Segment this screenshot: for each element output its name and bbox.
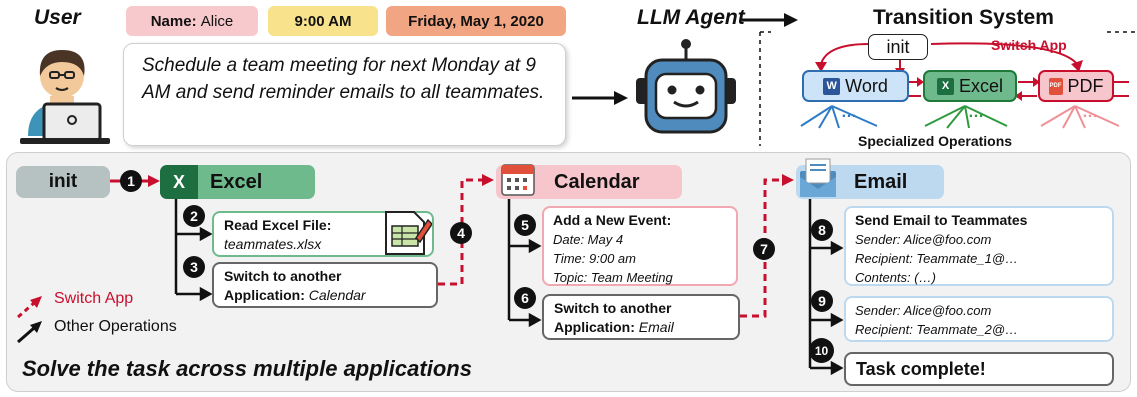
email-header: Email: [796, 158, 944, 199]
email-title: Email: [854, 170, 908, 193]
ts-pdf-label: PDF: [1067, 75, 1104, 96]
step-5-date: Date: May 4: [553, 232, 624, 247]
calendar-icon: [501, 164, 535, 196]
step-7-badge: 7: [753, 238, 775, 260]
step-9-sender: Sender: Alice@foo.com: [855, 303, 992, 318]
ts-ellipsis-excel: …: [968, 104, 984, 121]
agent-to-system-arrow: [742, 13, 798, 27]
step-8-box: Send Email to Teammates Sender: Alice@fo…: [844, 206, 1114, 286]
step-3-title: Switch to another: [224, 268, 342, 284]
step-5-title: Add a New Event:: [553, 212, 672, 228]
step-2-title: Read Excel File:: [224, 217, 332, 233]
step-5-badge: 5: [514, 214, 536, 236]
step-5-topic: Topic: Team Meeting: [553, 270, 673, 285]
excel-title: Excel: [210, 170, 263, 193]
calendar-header: Calendar: [496, 164, 682, 199]
step-9-badge: 9: [811, 290, 833, 312]
email-icon: [800, 158, 836, 197]
date-tag: Friday, May 1, 2020: [386, 6, 566, 36]
step-9-recipient: Recipient: Teammate_2@…: [855, 322, 1019, 337]
excel-icon: X: [936, 77, 954, 95]
pdf-icon: PDF: [1048, 77, 1063, 95]
step-8-badge: 8: [811, 219, 833, 241]
step-2-badge: 2: [183, 205, 205, 227]
step-2-file: teammates.xlsx: [224, 236, 322, 252]
user-label: User: [34, 6, 81, 29]
step-8-recipient: Recipient: Teammate_1@…: [855, 251, 1019, 266]
ts-word-label: Word: [845, 75, 888, 96]
step-6-line2: Application:: [554, 319, 635, 335]
ts-switch-app-label: Switch App: [991, 37, 1067, 53]
step-3-line2: Application:: [224, 287, 305, 303]
ts-pdf-node: PDF PDF: [1038, 70, 1114, 102]
step-6-app: Email: [638, 319, 674, 335]
user-avatar-icon: [20, 50, 110, 144]
ts-excel-node: X Excel: [923, 70, 1017, 102]
step-5-box: Add a New Event: Date: May 4 Time: 9:00 …: [542, 206, 738, 286]
workflow-init: init: [16, 166, 110, 198]
step-3-box: Switch to another Application: Calendar: [212, 262, 438, 308]
excel-header: X Excel: [160, 165, 315, 199]
step-6-title: Switch to another: [554, 300, 672, 316]
name-value: Alice: [200, 12, 234, 30]
step-6-box: Switch to another Application: Email: [542, 294, 740, 340]
transition-system-title: Transition System: [873, 6, 1054, 29]
step-8-sender: Sender: Alice@foo.com: [855, 232, 992, 247]
name-tag: Name: Alice: [126, 6, 258, 36]
excel-app-icon: X: [160, 165, 198, 199]
step-9-box: Sender: Alice@foo.com Recipient: Teammat…: [844, 296, 1114, 342]
workflow-caption: Solve the task across multiple applicati…: [22, 356, 472, 381]
step-3-badge: 3: [183, 256, 205, 278]
time-tag: 9:00 AM: [268, 6, 378, 36]
ts-specialized-label: Specialized Operations: [858, 133, 1013, 149]
name-label: Name:: [150, 12, 197, 30]
user-to-agent-arrow: [572, 91, 628, 105]
step-5-time: Time: 9:00 am: [553, 251, 636, 266]
word-icon: W: [823, 77, 841, 95]
ts-excel-label: Excel: [958, 75, 1003, 96]
step-1-badge: 1: [120, 170, 142, 192]
ts-init-node: init: [868, 34, 928, 60]
legend-switch-app: Switch App: [54, 290, 134, 307]
spreadsheet-file-icon: [385, 211, 432, 255]
step-3-app: Calendar: [308, 287, 366, 303]
ts-word-node: W Word: [802, 70, 909, 102]
legend-other-ops: Other Operations: [54, 318, 177, 335]
step-8-title: Send Email to Teammates: [855, 212, 1028, 228]
step-4-badge: 4: [450, 222, 472, 244]
ts-ellipsis-pdf: …: [1082, 104, 1098, 121]
step-6-badge: 6: [514, 287, 536, 309]
agent-label: LLM Agent: [637, 6, 745, 29]
step-8-contents: Contents: (…): [855, 270, 936, 285]
robot-icon: [636, 39, 736, 134]
step-10-badge: 10: [809, 338, 834, 363]
step-10-box: Task complete!: [844, 352, 1114, 386]
calendar-title: Calendar: [554, 170, 640, 193]
user-instruction: Schedule a team meeting for next Monday …: [123, 43, 566, 146]
ts-ellipsis-word: …: [841, 104, 857, 121]
